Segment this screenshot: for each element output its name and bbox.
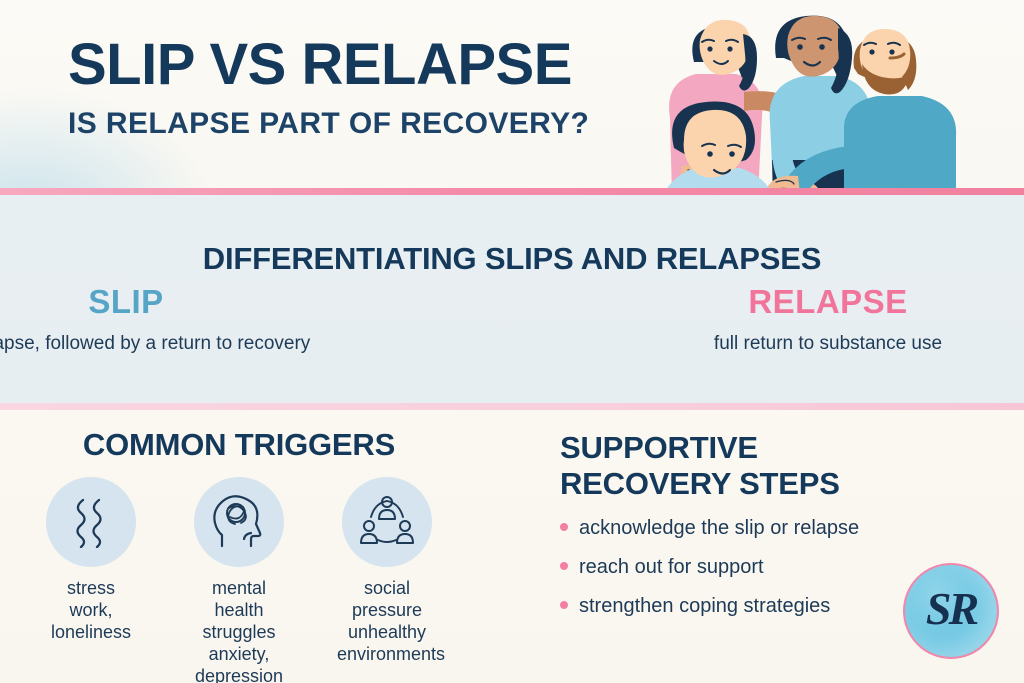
step-text: strengthen coping strategies <box>579 595 831 617</box>
steps-heading: SUPPORTIVE RECOVERY STEPS <box>560 430 840 501</box>
page-title: SLIP VS RELAPSE <box>68 32 572 97</box>
stress-waves-icon <box>46 477 136 567</box>
trigger-list: stress work, loneliness mental he <box>0 477 520 683</box>
step-text: acknowledge the slip or relapse <box>579 517 860 539</box>
step-text: reach out for support <box>579 556 764 578</box>
slip-term: SLIP <box>88 283 164 320</box>
supportive-group-illustration <box>667 15 957 188</box>
relapse-description: full return to substance use <box>713 333 943 354</box>
relapse-column: RELAPSE full return to substance use <box>512 283 1024 357</box>
steps-list: acknowledge the slip or relapse reach ou… <box>560 516 1000 618</box>
social-group-network-icon <box>342 477 432 567</box>
brand-logo: SR <box>903 563 999 659</box>
bullet-dot-icon <box>560 562 568 570</box>
trigger-label-mental-health: mental health struggles anxiety, depress… <box>194 578 284 683</box>
divider-pink-primary <box>0 188 1024 195</box>
trigger-label-stress: stress work, loneliness <box>50 578 132 642</box>
title-block: SLIP VS RELAPSE IS RELAPSE PART OF RECOV… <box>68 32 590 140</box>
divider-pink-secondary <box>0 403 1024 410</box>
logo-monogram: SR <box>925 583 979 634</box>
relapse-term: RELAPSE <box>748 283 908 320</box>
trigger-item-mental-health: mental health struggles anxiety, depress… <box>189 477 289 683</box>
slip-description: short lapse, followed by a return to rec… <box>0 333 311 354</box>
page-subtitle: IS RELAPSE PART OF RECOVERY? <box>68 107 590 140</box>
triggers-heading: COMMON TRIGGERS <box>82 427 396 462</box>
common-triggers-section: COMMON TRIGGERS stress work, loneliness <box>0 427 520 683</box>
trigger-item-stress: stress work, loneliness <box>41 477 141 683</box>
list-item: reach out for support <box>560 555 1000 579</box>
supportive-steps-section: SUPPORTIVE RECOVERY STEPS acknowledge th… <box>560 430 1000 633</box>
head-tangled-thoughts-icon <box>194 477 284 567</box>
comparison-columns: SLIP short lapse, followed by a return t… <box>0 283 1024 357</box>
comparison-heading: DIFFERENTIATING SLIPS AND RELAPSES <box>202 241 822 276</box>
bullet-dot-icon <box>560 523 568 531</box>
slip-column: SLIP short lapse, followed by a return t… <box>0 283 512 357</box>
list-item: strengthen coping strategies <box>560 594 1000 618</box>
trigger-item-social: social pressure unhealthy environments <box>337 477 446 683</box>
list-item: acknowledge the slip or relapse <box>560 516 1000 540</box>
comparison-band: DIFFERENTIATING SLIPS AND RELAPSES SLIP … <box>0 195 1024 403</box>
bottom-band: COMMON TRIGGERS stress work, loneliness <box>0 410 1024 683</box>
bullet-dot-icon <box>560 601 568 609</box>
trigger-label-social: social pressure unhealthy environments <box>337 578 446 664</box>
header-band: SLIP VS RELAPSE IS RELAPSE PART OF RECOV… <box>0 0 1024 188</box>
